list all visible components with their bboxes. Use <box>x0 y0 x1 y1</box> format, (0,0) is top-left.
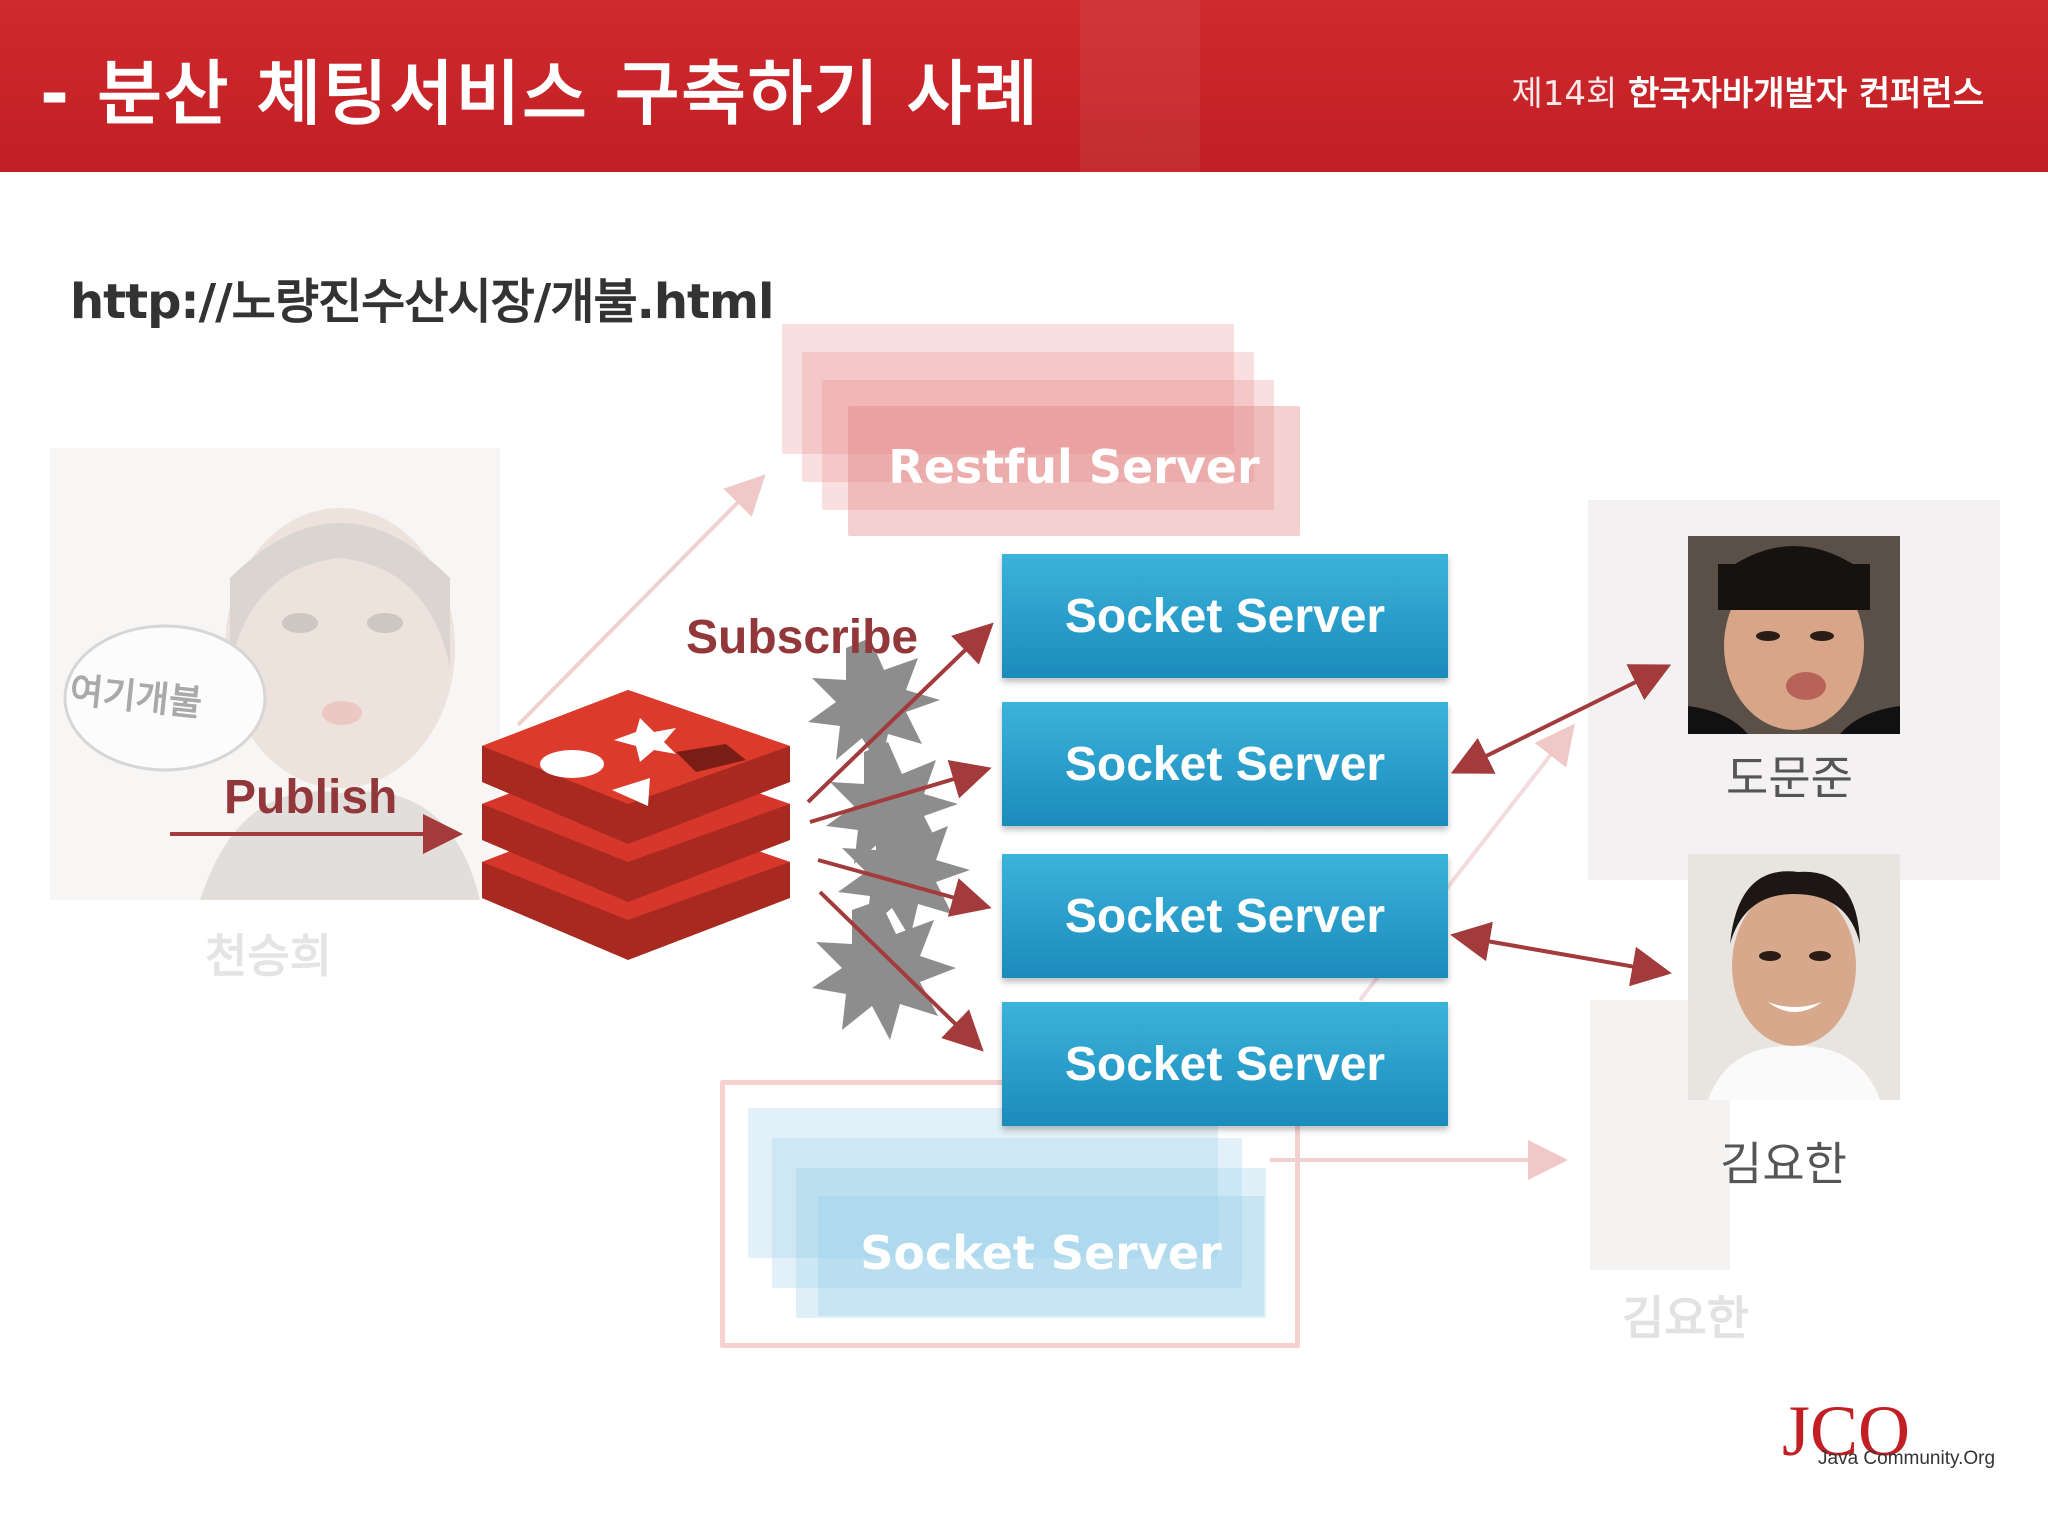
restful-server-stack-back-1 <box>782 324 1234 454</box>
faded-client-name: 김요한 <box>1622 1291 1749 1345</box>
client-name-1: 도문준 <box>1726 751 1853 805</box>
faded-arrow-to-restful <box>516 474 766 727</box>
socket-server-1: Socket Server <box>1002 554 1448 678</box>
socket-server-3: Socket Server <box>1002 854 1448 978</box>
socket-server-2: Socket Server <box>1002 702 1448 826</box>
subscribe-arrow-2 <box>809 760 992 824</box>
subscribe-arrow-3 <box>817 858 992 917</box>
socket-server-4: Socket Server <box>1002 1002 1448 1126</box>
restful-server-stack-back-2 <box>802 352 1254 482</box>
subscribe-arrow-1 <box>806 622 994 804</box>
publisher-name: 천승희 <box>205 929 332 983</box>
faded-socket-stack-3 <box>796 1168 1266 1318</box>
jco-logo: JCO <box>1782 1391 1911 1471</box>
url-text: http://노량진수산시장/개불.html <box>70 274 774 330</box>
faded-socket-stack-1 <box>748 1108 1218 1258</box>
publish-label: Publish <box>224 771 398 824</box>
client-arrow-2 <box>1450 921 1672 987</box>
subscribe-label: Subscribe <box>686 611 919 664</box>
starburst-4 <box>812 900 956 1040</box>
faded-socket-box <box>818 1196 1264 1316</box>
redis-logo-icon <box>482 690 790 960</box>
starbursts <box>808 638 970 1040</box>
client-photo-2 <box>1688 854 1900 1100</box>
conference-name: 제14회 한국자바개발자 컨퍼런스 <box>1511 66 1984 115</box>
client-photo-1 <box>1688 536 1900 734</box>
client-name-2: 김요한 <box>1720 1137 1847 1191</box>
faded-socket-label: Socket Server <box>860 1226 1222 1280</box>
conference-prefix: 제14회 <box>1511 74 1618 114</box>
header-watermark <box>1080 0 1200 172</box>
conference-title: 한국자바개발자 컨퍼런스 <box>1628 74 1984 114</box>
jco-logo-subtext: Java Community.Org <box>1818 1448 1996 1469</box>
slide-header: - 분산 체팅서비스 구축하기 사례 제14회 한국자바개발자 컨퍼런스 <box>0 0 2048 172</box>
restful-server-stack-back-3 <box>822 380 1274 510</box>
starburst-1 <box>808 638 940 768</box>
client-arrow-1 <box>1450 664 1672 774</box>
restful-server-box <box>848 406 1300 536</box>
slide-title: - 분산 체팅서비스 구축하기 사례 <box>40 53 1040 135</box>
restful-server-label: Restful Server <box>888 440 1260 494</box>
faded-socket-stack-2 <box>772 1138 1242 1288</box>
subscribe-arrow-4 <box>818 890 984 1052</box>
